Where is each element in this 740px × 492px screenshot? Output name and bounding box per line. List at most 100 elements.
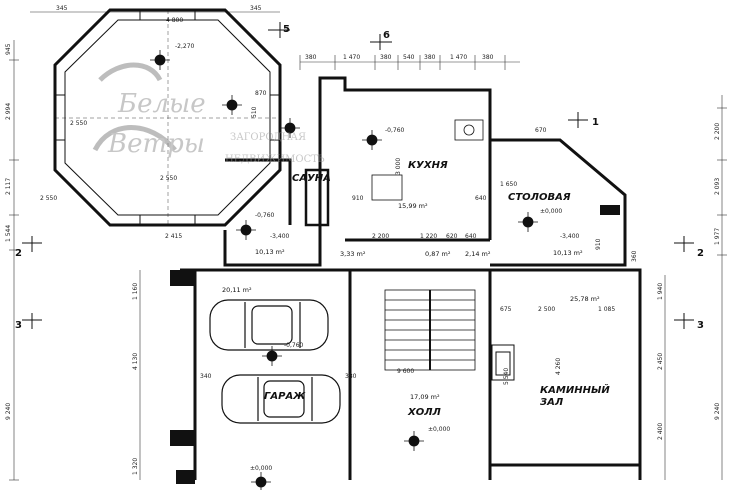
dim-right-2: 2 093 (714, 178, 721, 195)
axis-label-1: 1 (592, 117, 599, 128)
level-dining-lower: -3,400 (560, 233, 580, 240)
dim-mid-5: 1 650 (500, 181, 517, 188)
level-garage: -0,760 (284, 342, 304, 349)
dim-dining-910: 910 (595, 238, 602, 250)
dim-top-5: 1 470 (343, 54, 360, 61)
dim-left-6: 4 130 (132, 353, 139, 370)
watermark-tagline1: ЗАГОРОДНАЯ (230, 132, 306, 143)
oct-dim-5: 2 550 (40, 195, 57, 202)
oct-dim-4: 870 (255, 90, 267, 97)
room-label-sauna: САУНА (292, 173, 331, 184)
octagon-level: -2,270 (175, 43, 195, 50)
oct-dim-2: 2 550 (70, 120, 87, 127)
dim-mid-1: 2 200 (372, 233, 389, 240)
dim-garage-340: 340 (200, 373, 212, 380)
axis-label-left-2: 2 (15, 248, 22, 259)
dim-right-6: 2 400 (657, 423, 664, 440)
wall-stubs (170, 168, 620, 484)
room-label-hall: ХОЛЛ (407, 407, 442, 418)
dim-mid-2: 1 220 (420, 233, 437, 240)
area-corridor-b: 0,87 m² (425, 250, 451, 258)
axis-label-6: 6 (383, 30, 390, 41)
area-fireplace: 25,78 m² (570, 295, 600, 303)
left-dimension-lines (9, 40, 141, 481)
dim-right-1: 2 200 (714, 123, 721, 140)
room-label-dining: СТОЛОВАЯ (508, 192, 571, 203)
dim-top-1: 345 (56, 5, 68, 12)
octagon-room-walls (53, 8, 282, 227)
car-top (209, 299, 329, 351)
axis-label-3: 3 (697, 320, 704, 331)
level-kitchen: -0,760 (385, 127, 405, 134)
room-label-garage: ГАРАЖ (264, 391, 306, 402)
dim-dining-360: 360 (631, 250, 638, 262)
car-bottom (221, 374, 341, 424)
dim-left-4: 1 544 (5, 225, 12, 242)
room-label-fireplace-2: ЗАЛ (540, 397, 564, 408)
axis-label-5: 5 (283, 24, 290, 35)
dim-kitchen-910: 910 (352, 195, 364, 202)
dim-kitchen-3000: 3 000 (395, 158, 402, 175)
dim-top-10: 380 (482, 54, 494, 61)
oct-dim-3: 510 (251, 106, 258, 118)
oct-dim-1: 2 550 (160, 175, 177, 182)
dim-hall-width: 9 600 (397, 368, 414, 375)
room-label-kitchen: КУХНЯ (408, 160, 448, 171)
dim-top-9: 1 470 (450, 54, 467, 61)
dim-fire-width-2: 1 085 (598, 306, 615, 313)
dim-hall-540: 5 540 (503, 368, 510, 385)
dim-left-7: 1 160 (132, 283, 139, 300)
dim-top-4: 380 (305, 54, 317, 61)
dim-fire-height: 4 260 (555, 358, 562, 375)
watermark-swoosh-icon (92, 62, 177, 152)
dim-kitchen-640: 640 (475, 195, 487, 202)
level-sauna-area: -0,760 (255, 212, 275, 219)
dim-left-8: 1 320 (132, 458, 139, 475)
area-hall: 17,09 m² (410, 393, 440, 401)
area-corridor-a: 3,33 m² (340, 250, 366, 258)
top-dimension-lines (30, 11, 520, 70)
axis-label-left-3: 3 (15, 320, 22, 331)
watermark-logo-line1: Белые (117, 89, 206, 119)
area-dining: 10,13 m² (553, 249, 583, 257)
dim-top-7: 540 (403, 54, 415, 61)
dim-left-1: 945 (5, 43, 12, 55)
dim-mid-6: 2 415 (165, 233, 182, 240)
dim-top-8: 380 (424, 54, 436, 61)
dim-right-5: 2 450 (657, 353, 664, 370)
kitchen-fixtures (371, 119, 484, 201)
level-garage-bottom: ±0,000 (250, 465, 272, 472)
watermark-logo: Белые Ветры ЗАГОРОДНАЯ НЕДВИЖИМОСТЬ (92, 62, 325, 165)
dim-top-6: 380 (380, 54, 392, 61)
main-walls (180, 76, 642, 480)
area-garage: 20,11 m² (222, 286, 252, 294)
dim-top-3: 345 (250, 5, 262, 12)
area-bath: 2,14 m² (465, 250, 491, 258)
dim-mid-3: 620 (446, 233, 458, 240)
area-small-room: 10,13 m² (255, 248, 285, 256)
area-kitchen: 15,99 m² (398, 202, 428, 210)
dim-left-3: 2 117 (5, 178, 12, 195)
axis-markers (22, 22, 694, 329)
room-label-fireplace-1: КАМИННЫЙ (540, 383, 610, 396)
dim-right-3: 1 977 (714, 228, 721, 245)
dim-fire-675: 675 (500, 306, 512, 313)
watermark-tagline2: НЕДВИЖИМОСТЬ (225, 154, 325, 165)
dim-left-2: 2 994 (5, 103, 12, 120)
dim-mid-4: 640 (465, 233, 477, 240)
dim-dining-670: 670 (535, 127, 547, 134)
level-small-room: -3,400 (270, 233, 290, 240)
right-dimension-lines (664, 95, 727, 480)
staircase (384, 289, 476, 371)
axis-label-2: 2 (697, 248, 704, 259)
level-hall: ±0,000 (428, 426, 450, 433)
dim-right-7: 9 240 (714, 403, 721, 420)
dim-left-5: 9 240 (5, 403, 12, 420)
dim-right-4: 1 940 (657, 283, 664, 300)
fireplace-symbol (491, 344, 515, 381)
watermark-logo-line2: Ветры (107, 129, 205, 159)
level-dining: ±0,000 (540, 208, 562, 215)
dim-garage-380: 380 (345, 373, 357, 380)
